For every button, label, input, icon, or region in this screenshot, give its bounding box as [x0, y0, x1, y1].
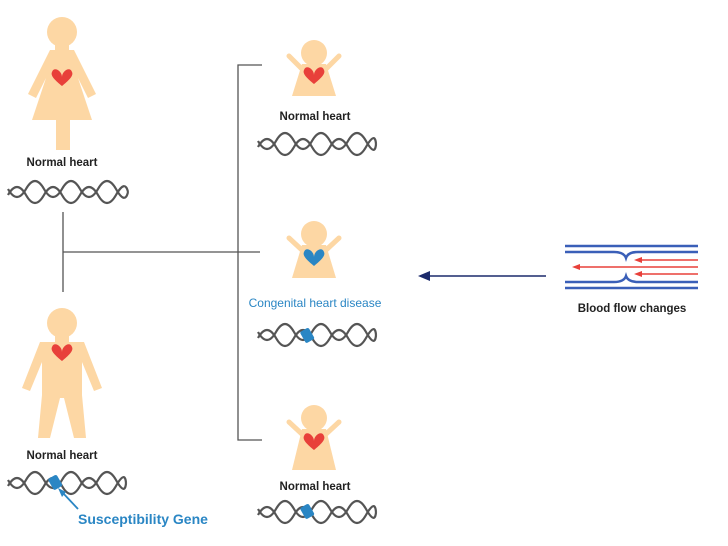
susceptibility-gene-label: Susceptibility Gene [78, 511, 208, 527]
father-heart-label: Normal heart [26, 450, 98, 462]
heart-icon [303, 249, 325, 266]
heart-icon [303, 433, 325, 450]
blood-flow-label: Blood flow changes [577, 303, 687, 315]
child-3-heart-label: Normal heart [279, 481, 351, 493]
heart-icon [51, 344, 73, 361]
gene-marker [300, 504, 315, 519]
sibship-bracket [237, 64, 262, 441]
child-2-heart-label: Congenital heart disease [248, 296, 382, 310]
gene-marker [48, 475, 63, 490]
heart-icon [303, 67, 325, 84]
mother-heart-label: Normal heart [26, 157, 98, 169]
gene-pointer-arrow [61, 491, 79, 510]
gene-marker [300, 328, 315, 343]
child-1-heart-label: Normal heart [279, 111, 351, 123]
heart-icon [51, 69, 73, 86]
